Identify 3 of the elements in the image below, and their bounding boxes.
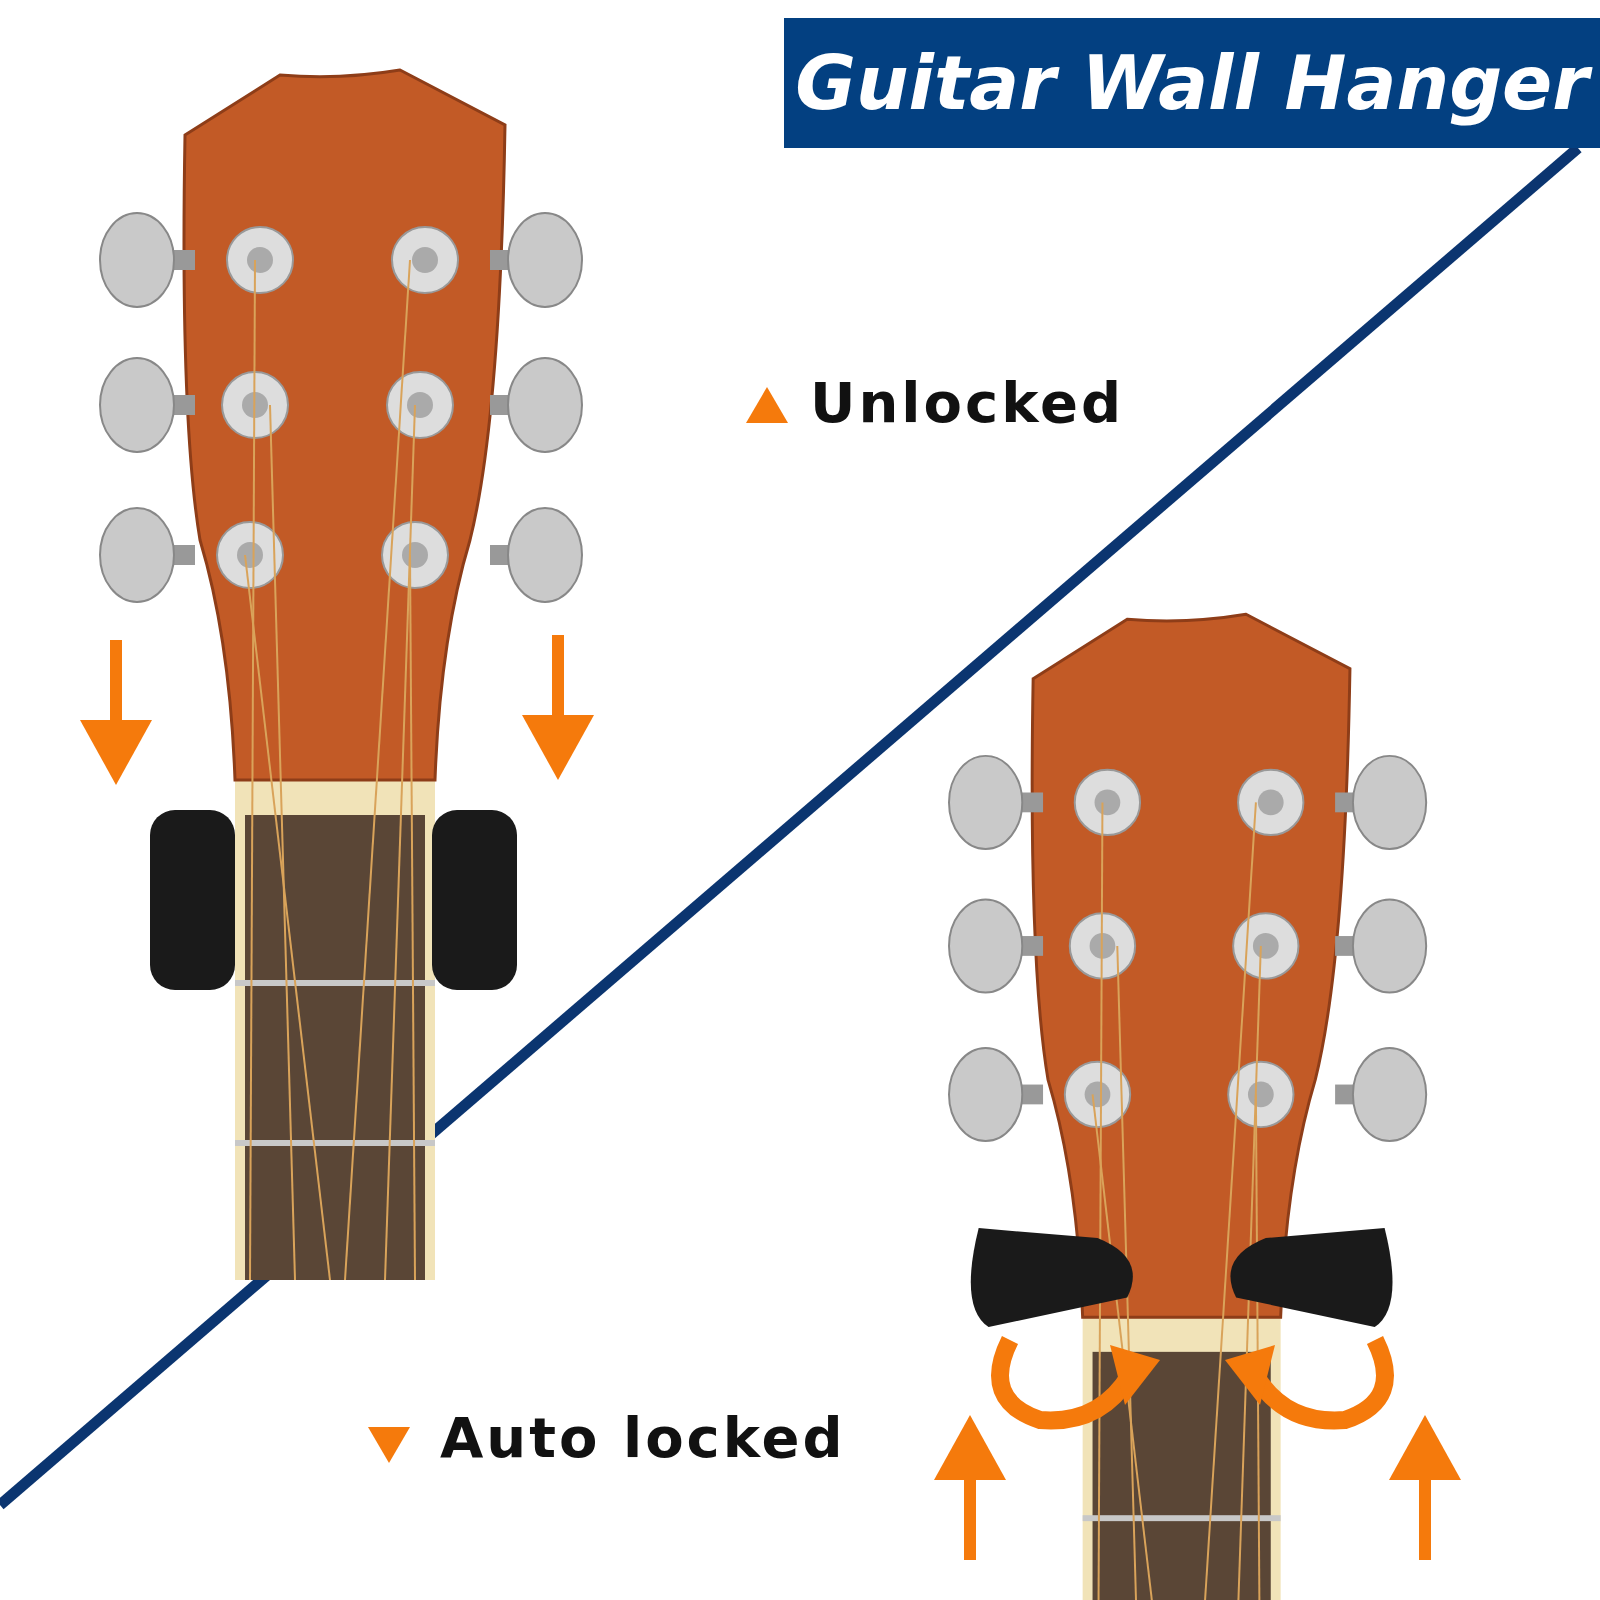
state-label: Unlocked [810, 370, 1124, 435]
state-label: Auto locked [440, 1405, 846, 1470]
title-banner: Guitar Wall Hanger [784, 18, 1600, 148]
